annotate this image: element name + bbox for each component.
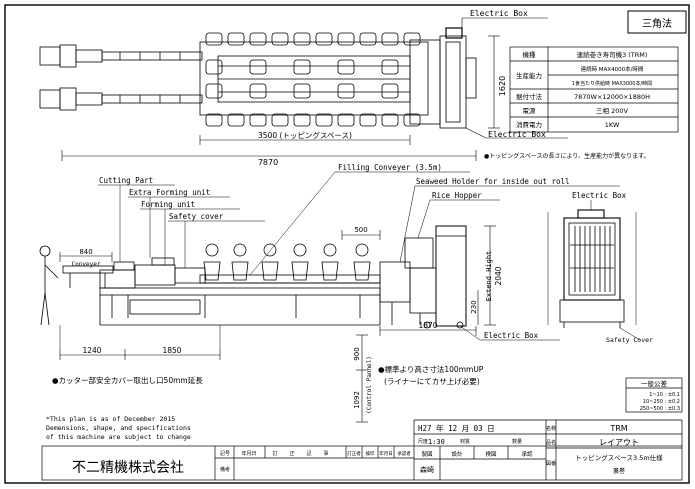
spec-value-5: 1KW <box>605 121 620 129</box>
side-view <box>547 200 641 341</box>
dim-2040: 2040 <box>494 266 503 285</box>
dim-1870: 1870 <box>418 321 437 330</box>
label-electric-box-side: Electric Box <box>572 191 627 200</box>
drawing-sub: 裏巻 <box>613 467 625 475</box>
label-filling-conveyor: Filling Conveyer (3.5m) <box>338 163 442 172</box>
plan-note-2: Demensions, shape, and specifications <box>46 424 191 432</box>
spec-value-3: 7870W×12000×1880H <box>574 93 650 101</box>
front-view <box>39 171 620 423</box>
dim-1092: 1092 <box>353 391 361 409</box>
dim-3500: 3500 (トッピングスペース) <box>258 130 352 140</box>
drawing-date: H27 年 12 月 03 日 <box>418 423 495 433</box>
label-forming-unit: Forming unit <box>141 200 195 209</box>
spec-value-4: 三相 200V <box>596 106 628 115</box>
part-label: 品名 <box>546 439 556 446</box>
scale-label: 尺度 <box>418 438 428 445</box>
spec-value-1: 連続時 MAX4000本/時間 <box>581 65 644 73</box>
rev-header-4: 記 <box>306 450 311 457</box>
revision-remark: 備考 <box>220 466 230 473</box>
tolerance-title: 一般公差 <box>641 379 668 388</box>
height-note-1: ●標準より高さ寸法100mmUP <box>378 364 484 374</box>
plan-view <box>39 17 568 161</box>
rev-header-6: 訂正者 <box>347 450 361 457</box>
drawing-part: レイアウト <box>599 438 639 447</box>
material-label: 材質 <box>460 438 470 445</box>
rev-header-2: 訂 <box>272 450 277 457</box>
rev-header-8: 年月日 <box>379 450 393 457</box>
tolerance-line-1: 1~10 : ±0.1 <box>649 392 680 398</box>
plan-note-1: *This plan is as of December 2015 <box>46 415 175 423</box>
plan-note-3: of this machine are subject to change <box>46 433 191 441</box>
role-header-2: 検図 <box>485 450 497 458</box>
dim-7870: 7870 <box>258 158 278 167</box>
cutter-note: ●カッター部安全カバー取出し口50mm延長 <box>52 375 203 385</box>
projection-box <box>627 10 687 34</box>
spec-label-4: 電源 <box>523 106 537 115</box>
name-label: 名称 <box>546 425 556 432</box>
spec-label-1: 生産能力 <box>516 71 542 80</box>
dim-1620: 1620 <box>498 76 507 96</box>
spec-label-0: 機種 <box>523 50 537 59</box>
rev-header-7: 検印 <box>366 450 375 457</box>
label-cutting-part: Cutting Part <box>99 176 153 185</box>
rev-header-3: 正 <box>289 451 294 457</box>
rev-header-1: 年月日 <box>241 450 256 457</box>
label-extend-height: Extend Hight <box>485 251 493 302</box>
spec-label-5: 消費電力 <box>516 120 542 129</box>
drawing-number: トッピングスペース3.5m仕様 <box>575 453 663 462</box>
rev-header-9: 承認者 <box>397 450 411 457</box>
label-seaweed-holder: Seaweed Holder for inside out roll <box>416 177 570 186</box>
spec-value-0: 連続巻き寿司機3 (TRM) <box>577 50 648 59</box>
tolerance-line-3: 250~500 : ±0.3 <box>640 406 680 412</box>
height-note-2: (ライナーにてカサ上げ必要) <box>384 376 480 386</box>
dim-230: 230 <box>470 300 478 313</box>
title-block <box>41 419 683 481</box>
label-safety-cover: Safety cover <box>169 212 224 221</box>
label-extra-forming: Extra Forming unit <box>129 188 210 197</box>
label-electric-box-top: Electric Box <box>470 9 528 18</box>
role-header-0: 製図 <box>421 450 433 458</box>
label-electric-box-bottom: Electric Box <box>484 331 539 340</box>
drawing-scale: 1:30 <box>428 438 445 446</box>
dim-840: 840 <box>79 248 92 256</box>
drawing-name: TRM <box>609 424 627 433</box>
spec-table <box>509 46 679 133</box>
spec-label-3: 据付寸法 <box>516 92 543 101</box>
role-header-1: 設計 <box>451 450 463 458</box>
dim-500: 500 <box>354 226 367 234</box>
dim-900: 900 <box>353 347 361 360</box>
drawing-no-label: 図番 <box>546 460 556 467</box>
sheet-border <box>4 4 690 484</box>
company-name: 不二精機株式会社 <box>72 460 184 476</box>
count-label: 数量 <box>512 438 522 445</box>
topping-note: ●トッピングスペースの長さにより、生産能力が異なります。 <box>484 152 650 160</box>
label-safety-cover-side: Safety Cover <box>606 336 653 344</box>
tolerance-table <box>625 377 683 413</box>
spec-value-2: 1食当たり供給時 MAX3000本/時間 <box>572 80 652 87</box>
dim-1850: 1850 <box>162 346 181 355</box>
label-conveyor: Conveyer <box>72 261 101 268</box>
dim-1240: 1240 <box>82 346 101 355</box>
projection-label: 三角法 <box>642 17 672 30</box>
rev-header-0: 記号 <box>220 450 230 457</box>
drafter-name: 森崎 <box>420 465 434 474</box>
role-header-3: 承認 <box>521 450 533 458</box>
rev-header-5: 事 <box>323 450 328 457</box>
tolerance-line-2: 10~250 : ±0.2 <box>643 399 680 405</box>
label-electric-box-mid: Electric Box <box>488 130 546 139</box>
label-control-panel: (Control Pannel) <box>366 356 373 414</box>
label-rice-hopper: Rice Hopper <box>432 191 482 200</box>
